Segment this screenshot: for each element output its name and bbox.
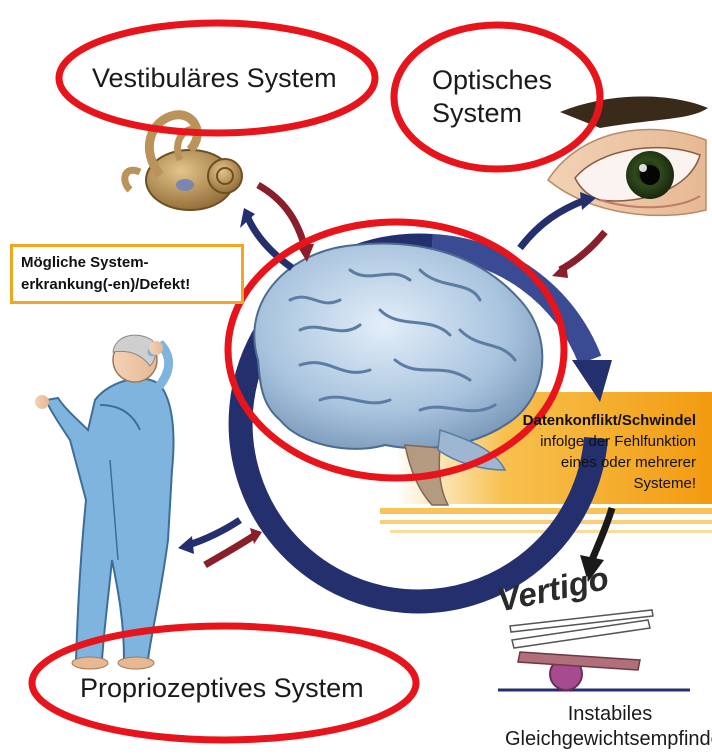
- system-disease-line1: Mögliche System-: [21, 252, 233, 274]
- data-conflict-text: Datenkonflikt/Schwindel infolge der Fehl…: [456, 410, 696, 494]
- body-brain-arrows: [178, 520, 262, 565]
- person-icon: [35, 335, 174, 669]
- seesaw-icon: [498, 610, 690, 690]
- data-conflict-line3: eines oder mehrerer: [456, 452, 696, 473]
- vestibular-system-label: Vestibuläres System: [92, 62, 337, 95]
- optical-system-line1: Optisches: [432, 64, 582, 97]
- system-disease-box: Mögliche System- erkrankung(-en)/Defekt!: [10, 244, 244, 304]
- optical-system-label: Optisches System: [432, 64, 582, 130]
- instability-line1: Instabiles: [505, 702, 712, 727]
- proprioceptive-system-text: Propriozeptives System: [80, 673, 364, 703]
- data-conflict-line4: Systeme!: [456, 473, 696, 494]
- optical-system-line2: System: [432, 97, 582, 130]
- instability-line2: Gleichgewichtsempfinden: [505, 727, 712, 752]
- vestibular-system-text: Vestibuläres System: [92, 63, 337, 93]
- data-conflict-title: Datenkonflikt/Schwindel: [456, 410, 696, 431]
- instability-label: Instabiles Gleichgewichtsempfinden: [505, 702, 712, 752]
- data-conflict-line2: infolge der Fehlfunktion: [456, 431, 696, 452]
- proprioceptive-system-label: Propriozeptives System: [80, 672, 364, 705]
- system-disease-line2: erkrankung(-en)/Defekt!: [21, 274, 233, 296]
